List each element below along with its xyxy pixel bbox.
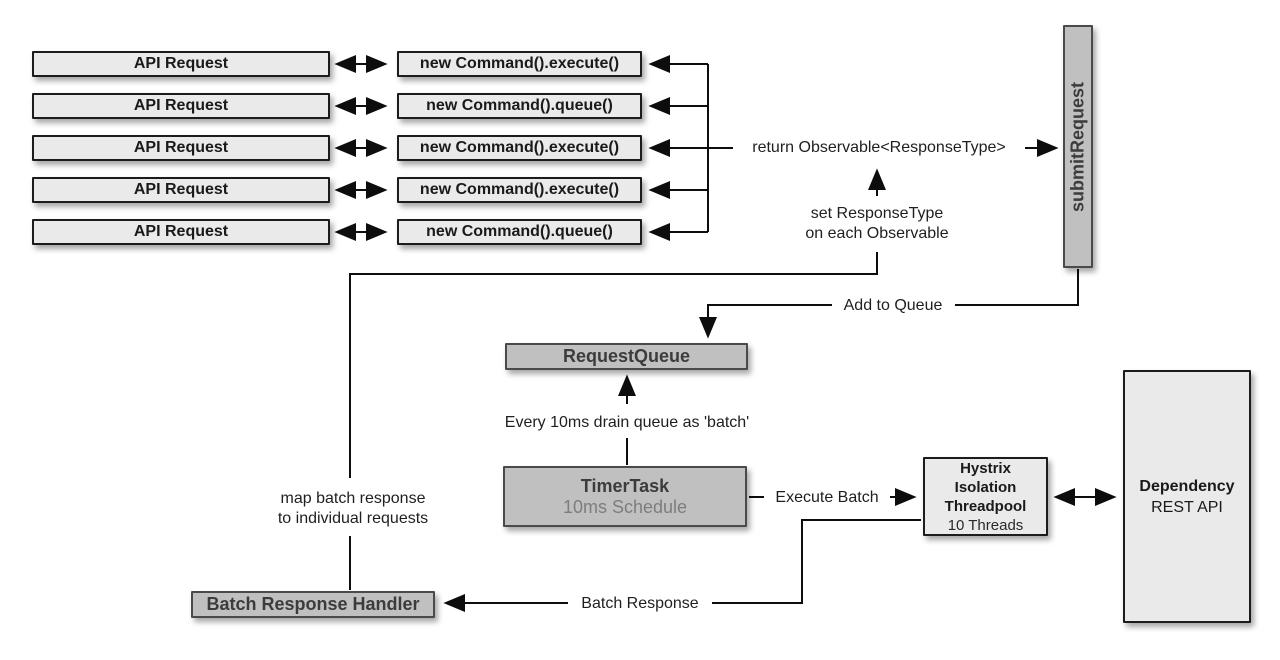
dependency-box: Dependency REST API: [1123, 370, 1251, 623]
command-box-3: new Command().execute(): [397, 135, 642, 161]
hystrix-threadpool-box: Hystrix Isolation Threadpool 10 Threads: [923, 457, 1048, 536]
timer-task-title: TimerTask: [580, 475, 670, 496]
submit-request-label: submitRequest: [1067, 81, 1088, 212]
command-label: new Command().execute(): [419, 139, 620, 156]
hystrix-line1: Hystrix: [960, 459, 1011, 477]
timer-task-subtitle: 10ms Schedule: [562, 496, 688, 517]
timer-task-box: TimerTask 10ms Schedule: [503, 466, 747, 527]
batch-response-label: Batch Response: [578, 594, 702, 614]
map-batch-line1: map batch response: [280, 490, 426, 507]
api-request-label: API Request: [133, 181, 229, 198]
batch-response-handler-box: Batch Response Handler: [191, 591, 435, 618]
api-request-label: API Request: [133, 55, 229, 72]
set-responsetype-line2: on each Observable: [805, 225, 949, 242]
api-request-box-3: API Request: [32, 135, 330, 161]
command-box-5: new Command().queue(): [397, 219, 642, 245]
map-batch-response-label: map batch response to individual request…: [274, 489, 432, 529]
batch-response-path: [443, 519, 921, 612]
api-request-box-4: API Request: [32, 177, 330, 203]
submit-request-box: submitRequest: [1063, 25, 1093, 268]
request-queue-box: RequestQueue: [505, 343, 748, 370]
add-to-queue-label: Add to Queue: [840, 296, 946, 316]
map-response-path: [349, 252, 878, 590]
hystrix-line4: 10 Threads: [947, 516, 1024, 534]
command-label: new Command().queue(): [426, 97, 613, 114]
command-label: new Command().execute(): [419, 55, 620, 72]
batch-response-handler-label: Batch Response Handler: [206, 594, 420, 614]
api-request-box-2: API Request: [32, 93, 330, 119]
map-batch-line2: to individual requests: [277, 510, 429, 527]
set-responsetype-label: set ResponseType on each Observable: [802, 204, 952, 244]
command-label: new Command().queue(): [426, 223, 613, 240]
command-box-1: new Command().execute(): [397, 51, 642, 77]
api-request-label: API Request: [133, 223, 229, 240]
dependency-title: Dependency: [1139, 477, 1235, 495]
api-request-label: API Request: [133, 97, 229, 114]
hystrix-line2: Isolation: [954, 478, 1017, 496]
api-command-arrows: [334, 55, 388, 241]
api-request-label: API Request: [133, 139, 229, 156]
set-responsetype-line1: set ResponseType: [810, 205, 944, 222]
command-box-4: new Command().execute(): [397, 177, 642, 203]
observable-fanin-arrows: [648, 55, 733, 241]
api-request-box-1: API Request: [32, 51, 330, 77]
add-to-queue-path: [699, 269, 1079, 339]
execute-batch-label: Execute Batch: [772, 488, 882, 508]
hystrix-line3: Threadpool: [944, 497, 1027, 515]
drain-queue-label: Every 10ms drain queue as 'batch': [501, 413, 753, 433]
api-request-box-5: API Request: [32, 219, 330, 245]
request-queue-label: RequestQueue: [562, 346, 691, 366]
dependency-subtitle: REST API: [1151, 498, 1223, 516]
command-label: new Command().execute(): [419, 181, 620, 198]
command-box-2: new Command().queue(): [397, 93, 642, 119]
return-observable-label: return Observable<ResponseType>: [749, 138, 1009, 158]
